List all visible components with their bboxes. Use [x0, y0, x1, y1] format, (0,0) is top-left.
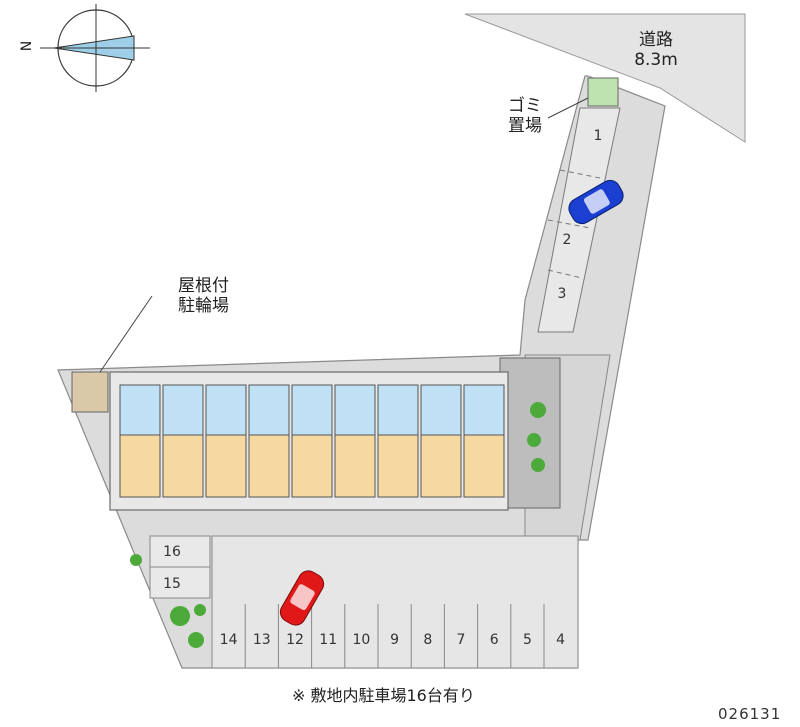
building-unit: [377, 384, 419, 498]
building-unit: [205, 384, 247, 498]
paved-area: [499, 357, 561, 509]
building-unit: [291, 384, 333, 498]
trash-label-line-2: 置場: [508, 116, 542, 136]
building-unit: [420, 384, 462, 498]
building-unit: [162, 384, 204, 498]
trash-leader: [547, 97, 589, 119]
parking-row-bottom: [211, 604, 545, 668]
compass-north-label: N: [19, 40, 36, 52]
parking-lot: [211, 535, 579, 669]
space-4-label: 4: [556, 632, 565, 648]
footnote: ※ 敷地内駐車場16台有り: [292, 686, 475, 705]
compass: [40, 4, 150, 92]
space-11-label: 11: [319, 632, 337, 648]
space-7-label: 7: [457, 632, 466, 648]
space-12-label: 12: [286, 632, 304, 648]
bicycle-label: 屋根付 駐輪場: [178, 276, 248, 316]
vegetation-right: [527, 402, 546, 472]
space-6-label: 6: [490, 632, 499, 648]
bicycle-shelter: [71, 371, 109, 413]
vegetation-left: [130, 554, 206, 648]
trash-area: [587, 77, 619, 107]
space-14-label: 14: [220, 632, 238, 648]
building-unit: [119, 384, 161, 498]
space-8-label: 8: [423, 632, 432, 648]
space-15-label: 15: [163, 576, 181, 592]
space-2-label: 2: [563, 232, 572, 248]
trash-label: ゴミ 置場: [500, 96, 550, 136]
road: [464, 13, 746, 143]
trash-label-line-1: ゴミ: [508, 96, 542, 116]
space-labels: 1 2 3 16 15: [163, 128, 602, 592]
property-code: 026131: [718, 705, 782, 723]
space-9-label: 9: [390, 632, 399, 648]
space-13-label: 13: [253, 632, 271, 648]
space-5-label: 5: [523, 632, 532, 648]
space-3-label: 3: [558, 286, 567, 302]
building-unit: [248, 384, 290, 498]
bicycle-label-line-2: 駐輪場: [178, 296, 229, 316]
car-red: [279, 570, 325, 626]
parking-dividers: [547, 169, 601, 279]
road-name: 道路: [639, 30, 673, 50]
bicycle-leader: [99, 295, 153, 373]
car-blue: [568, 179, 624, 225]
building-unit: [334, 384, 376, 498]
road-width: 8.3m: [634, 50, 678, 70]
space-16-label: 16: [163, 544, 181, 560]
road-label: 道路 8.3m: [626, 30, 686, 70]
space-1-label: 1: [594, 128, 603, 144]
bottom-space-labels: 14 13 12 11 10 9 8 7 6 5 4: [220, 632, 565, 648]
building-units: [119, 384, 505, 498]
space-10-label: 10: [352, 632, 370, 648]
building-unit: [463, 384, 505, 498]
bicycle-label-line-1: 屋根付: [178, 276, 229, 296]
